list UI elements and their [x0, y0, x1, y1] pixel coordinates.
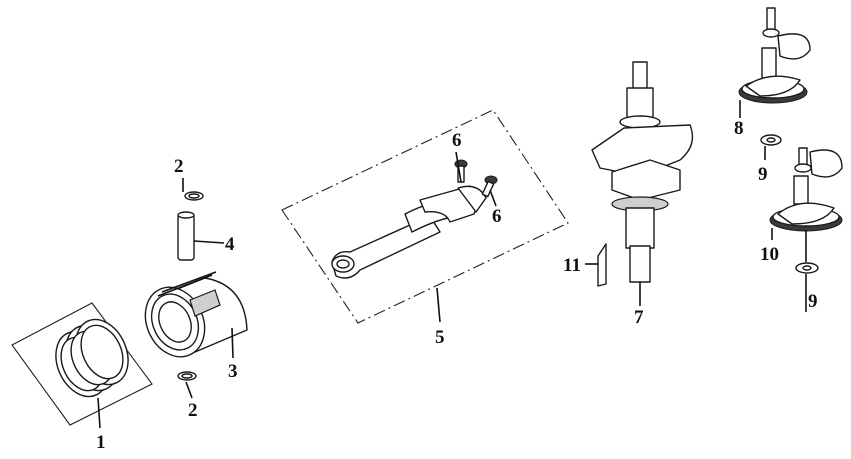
crankshaft-part — [591, 61, 694, 300]
woodruff-key-part — [597, 243, 607, 287]
callout-3: 3 — [228, 361, 238, 382]
crankshaft-gear-top-part — [738, 7, 811, 146]
connecting-rod-part — [281, 109, 569, 324]
callout-6-top: 6 — [452, 130, 462, 151]
callout-9-top: 9 — [758, 164, 768, 185]
callout-9-bottom: 9 — [808, 291, 818, 312]
callout-11: 11 — [563, 255, 581, 276]
callout-2-top: 2 — [174, 156, 184, 177]
callout-5: 5 — [435, 327, 445, 348]
piston-rings-part — [11, 302, 153, 426]
piston-pin-part — [177, 211, 195, 261]
callout-1: 1 — [96, 432, 106, 453]
leader-lines — [97, 100, 807, 429]
callout-4: 4 — [225, 234, 235, 255]
callout-10: 10 — [760, 244, 779, 265]
callout-6-bottom: 6 — [492, 206, 502, 227]
circlip-top-part — [184, 191, 204, 201]
crankshaft-gear-bottom-part — [769, 147, 843, 274]
callout-7: 7 — [634, 307, 644, 328]
callout-8: 8 — [734, 118, 744, 139]
piston-part — [144, 271, 248, 358]
circlip-bottom-part — [177, 371, 197, 381]
rod-bolt-bottom-part — [481, 175, 498, 198]
callout-2-bottom: 2 — [188, 400, 198, 421]
